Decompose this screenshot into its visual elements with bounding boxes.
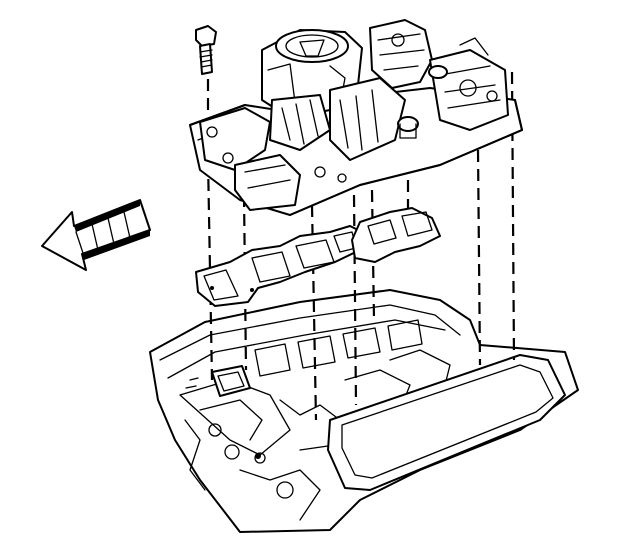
engine-block [149, 289, 579, 533]
bolt [195, 25, 217, 75]
front-direction-arrow [41, 199, 151, 271]
upper-intake-manifold [189, 19, 523, 216]
left-intake-gasket [195, 225, 363, 307]
right-intake-gasket [351, 207, 441, 263]
